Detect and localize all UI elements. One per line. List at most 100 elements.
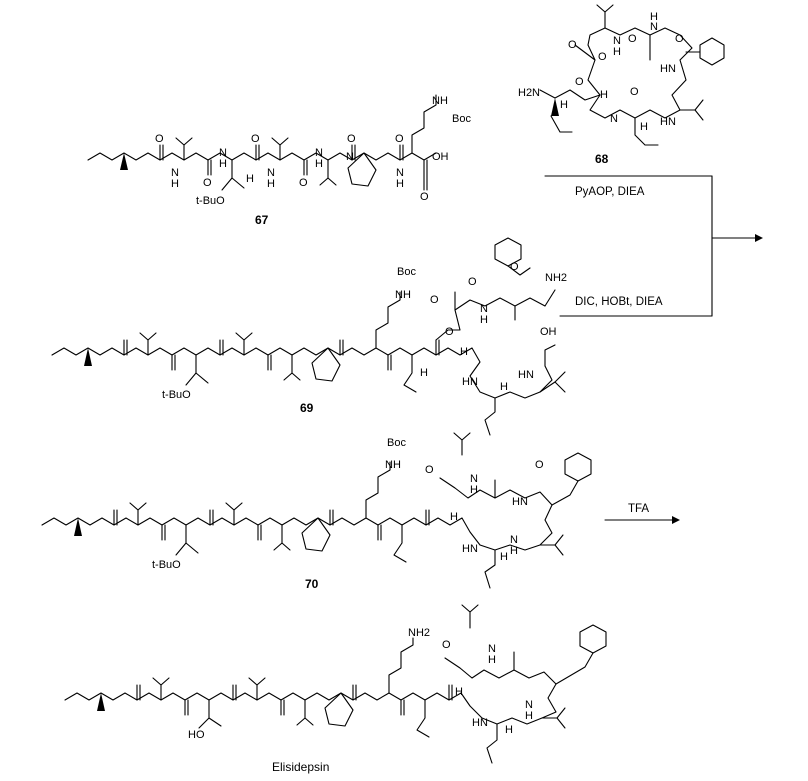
atom-label: H2N: [518, 87, 540, 99]
atom-label: N: [315, 147, 323, 159]
atom-label: H: [500, 551, 508, 563]
atom-label: O: [442, 639, 451, 651]
atom-label: HN: [660, 116, 676, 128]
atom-label: NH: [432, 95, 448, 107]
compound-68-number: 68: [595, 152, 609, 166]
atom-label: O: [598, 51, 607, 63]
compound-68-structure: [539, 4, 725, 146]
atom-label: O: [155, 133, 164, 145]
atom-label: H: [488, 654, 496, 666]
atom-label: Boc: [452, 113, 471, 125]
atom-label: N: [488, 643, 496, 655]
atom-label: H: [480, 314, 488, 326]
atom-label: t-BuO: [162, 389, 191, 401]
atom-label: H: [267, 178, 275, 190]
atom-label: OH: [540, 326, 557, 338]
atom-label: O: [675, 33, 684, 45]
reaction-arrow-1: [544, 175, 763, 317]
atom-label: O: [395, 133, 404, 145]
atom-label: H: [460, 346, 468, 358]
atom-label: NH: [395, 289, 411, 301]
atom-label: N: [650, 21, 658, 33]
compound-69-atom-labels: Boc NH NH2 O O O N H O OH t-BuO H H H HN…: [162, 261, 567, 401]
atom-label: O: [468, 276, 477, 288]
reaction-arrow-2: [604, 516, 680, 524]
atom-label: H: [219, 158, 227, 170]
atom-label: HN: [462, 376, 478, 388]
atom-label: t-BuO: [152, 559, 181, 571]
elisidepsin-atom-labels: NH2 O N H HO H H HN N H: [188, 627, 533, 741]
atom-label: O: [347, 133, 356, 145]
atom-label: HN: [660, 63, 676, 75]
atom-label: H: [396, 178, 404, 190]
atom-label: N: [613, 35, 621, 47]
atom-label: H: [315, 158, 323, 170]
compound-70-atom-labels: Boc NH O N H O t-BuO H H HN HN N H: [152, 437, 544, 571]
atom-label: N: [171, 167, 179, 179]
atom-label: H: [560, 99, 568, 111]
atom-label: O: [251, 133, 260, 145]
atom-label: H: [470, 484, 478, 496]
compound-69-structure: [51, 237, 566, 436]
atom-label: HO: [188, 729, 205, 741]
atom-label: O: [628, 33, 637, 45]
compound-67-atom-labels: N H N H N H N H N N H OH t-BuO H NH Boc …: [155, 95, 471, 207]
reagent-text: PyAOP, DIEA: [575, 186, 645, 198]
atom-label: HN: [462, 543, 478, 555]
atom-label: O: [535, 459, 544, 471]
atom-label: HN: [472, 717, 488, 729]
atom-label: OH: [432, 151, 449, 163]
atom-label: NH2: [408, 627, 430, 639]
compound-67-number: 67: [255, 213, 269, 227]
reagent-text: DIC, HOBt, DIEA: [575, 296, 663, 308]
atom-label: H: [246, 173, 254, 185]
compound-68-atom-labels: H2N H O O N H HN O O N H O N HN O H H: [518, 11, 684, 133]
atom-label: N: [267, 167, 275, 179]
atom-label: O: [425, 464, 434, 476]
atom-label: O: [299, 177, 308, 189]
atom-label: N: [610, 113, 618, 125]
elisidepsin-structure: [64, 604, 607, 764]
atom-label: N: [219, 147, 227, 159]
atom-label: O: [430, 294, 439, 306]
atom-label: O: [420, 191, 429, 203]
reagent-text: TFA: [628, 503, 649, 515]
atom-label: t-BuO: [196, 195, 225, 207]
atom-label: H: [525, 710, 533, 722]
atom-label: O: [445, 326, 454, 338]
atom-label: O: [630, 86, 639, 98]
atom-label: H: [510, 545, 518, 557]
atom-label: H: [450, 511, 458, 523]
atom-label: H: [500, 381, 508, 393]
atom-label: H: [613, 46, 621, 58]
atom-label: O: [568, 39, 577, 51]
atom-label: N: [346, 151, 354, 163]
atom-label: HN: [518, 369, 534, 381]
atom-label: N: [470, 473, 478, 485]
atom-label: O: [575, 76, 584, 88]
compound-70-number: 70: [305, 577, 319, 591]
atom-label: Boc: [387, 437, 406, 449]
compound-name-elisidepsin: Elisidepsin: [272, 760, 329, 774]
atom-label: H: [640, 121, 648, 133]
atom-label: N: [525, 699, 533, 711]
atom-label: N: [510, 534, 518, 546]
atom-label: Boc: [397, 266, 416, 278]
atom-label: HN: [512, 496, 528, 508]
atom-label: H: [455, 686, 463, 698]
atom-label: NH: [385, 459, 401, 471]
compound-70-structure: [41, 432, 592, 589]
atom-label: H: [600, 89, 608, 101]
atom-label: H: [171, 178, 179, 190]
atom-label: H: [505, 724, 513, 736]
atom-label: H: [650, 11, 658, 23]
atom-label: O: [203, 177, 212, 189]
compound-67-structure: [87, 94, 437, 191]
atom-label: O: [510, 261, 519, 273]
atom-label: NH2: [545, 272, 567, 284]
atom-label: N: [396, 167, 404, 179]
atom-label: H: [420, 367, 428, 379]
compound-69-number: 69: [300, 401, 314, 415]
atom-label: N: [480, 303, 488, 315]
